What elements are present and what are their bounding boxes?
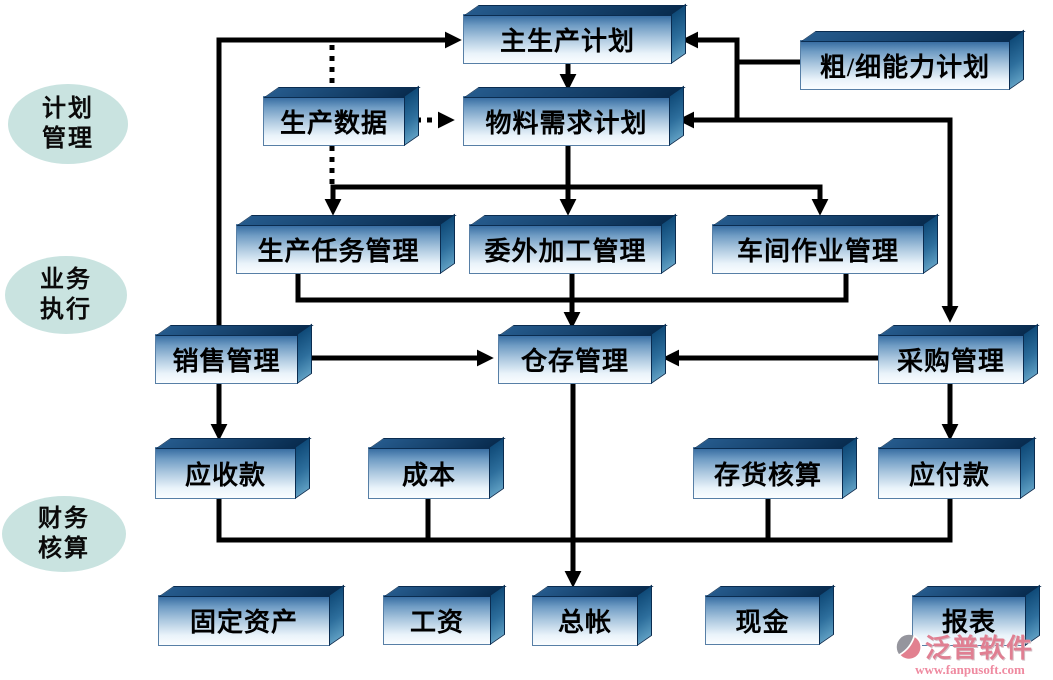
group-label: 财务 <box>38 506 90 532</box>
node-capacity-plan: 粗/细能力计划 <box>800 40 1010 90</box>
brand-url: www.fanpusoft.com <box>915 662 1025 677</box>
node-purchase-management: 采购管理 <box>878 334 1024 384</box>
node-label: 车间作业管理 <box>736 236 899 266</box>
node-fixed-assets: 固定资产 <box>158 595 330 646</box>
node-master-production-plan: 主生产计划 <box>463 14 672 64</box>
group-label: 业务 <box>40 267 92 293</box>
group-oval-business-execution: 业务 执行 <box>5 256 127 334</box>
node-salary: 工资 <box>383 595 491 645</box>
edge-capacity-to-mps <box>681 31 740 120</box>
node-label: 总帐 <box>557 608 612 637</box>
edge-branch-row2 <box>324 184 829 216</box>
node-label: 粗/细能力计划 <box>819 52 991 82</box>
node-label: 生产任务管理 <box>257 236 420 266</box>
node-sales-management: 销售管理 <box>155 334 298 384</box>
node-accounts-payable: 应付款 <box>878 447 1021 499</box>
node-label: 报表 <box>941 608 996 637</box>
node-label: 销售管理 <box>172 346 281 376</box>
edge-mrp-purchase <box>677 111 959 323</box>
node-inventory-accounting: 存货核算 <box>693 447 843 499</box>
node-label: 固定资产 <box>189 608 298 637</box>
node-label: 仓存管理 <box>520 346 629 376</box>
node-label: 应收款 <box>184 460 266 490</box>
group-oval-financial-accounting: 财务 核算 <box>2 496 126 572</box>
group-label: 计划 <box>42 96 94 122</box>
group-label: 执行 <box>40 297 92 323</box>
node-report: 报表 <box>912 595 1026 646</box>
node-label: 物料需求计划 <box>485 108 648 138</box>
node-accounts-receivable: 应收款 <box>155 447 296 499</box>
group-label: 管理 <box>42 126 94 152</box>
node-production-data: 生产数据 <box>263 96 405 146</box>
edge-finance-bus <box>216 497 953 543</box>
watermark: 泛普软件 www.fanpusoft.com <box>895 628 1045 678</box>
node-label: 成本 <box>401 460 456 490</box>
node-material-requirements-plan: 物料需求计划 <box>463 96 670 146</box>
node-cash: 现金 <box>705 595 820 645</box>
node-cost: 成本 <box>368 447 490 499</box>
group-oval-plan-management: 计划 管理 <box>8 84 128 164</box>
node-label: 应付款 <box>908 460 990 490</box>
node-label: 存货核算 <box>713 460 822 490</box>
node-label: 采购管理 <box>896 346 1005 376</box>
node-label: 现金 <box>735 607 790 637</box>
node-workshop-management: 车间作业管理 <box>712 224 924 274</box>
brand-logo-icon <box>896 634 923 660</box>
group-label: 核算 <box>38 536 90 562</box>
node-label: 生产数据 <box>279 108 388 138</box>
edge-sales-to-mps <box>216 31 462 330</box>
node-production-task-management: 生产任务管理 <box>236 224 441 274</box>
node-outsourcing-management: 委外加工管理 <box>469 224 662 274</box>
node-warehouse-management: 仓存管理 <box>498 334 652 384</box>
node-label: 主生产计划 <box>499 26 635 56</box>
node-label: 工资 <box>409 607 464 637</box>
node-label: 委外加工管理 <box>484 236 647 266</box>
node-general-ledger: 总帐 <box>532 595 638 646</box>
brand-name: 泛普软件 <box>925 634 1034 663</box>
